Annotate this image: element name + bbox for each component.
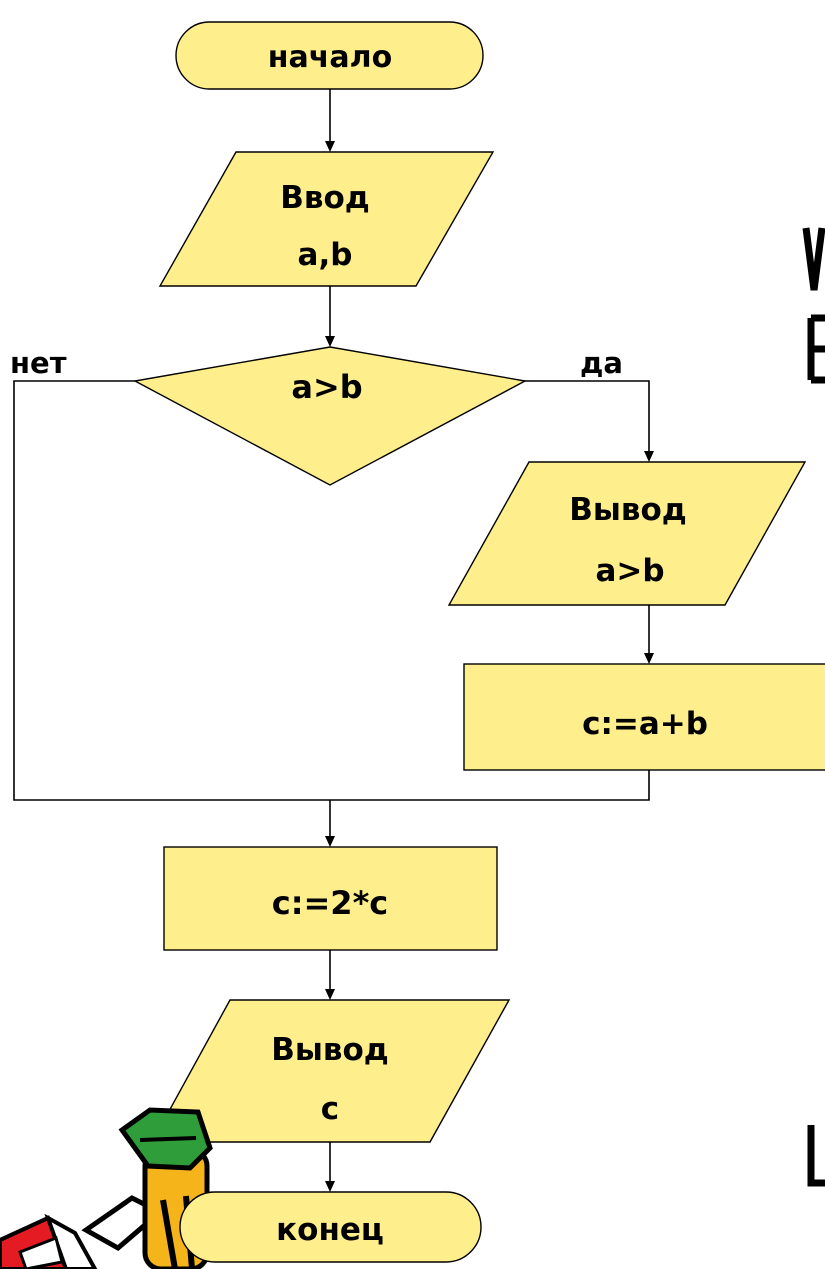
pencil-mascot-icon	[0, 1107, 213, 1269]
output-parallelogram-2	[150, 999, 511, 1143]
start-terminator	[175, 21, 484, 90]
arrowhead	[325, 336, 335, 347]
decision-diamond	[132, 346, 528, 486]
decision-label: a>b	[291, 368, 362, 406]
process2-label: c:=2*c	[272, 884, 389, 922]
arrowhead	[325, 141, 335, 152]
output2-label-line2: c	[321, 1091, 339, 1127]
output-block-2: Вывод c	[150, 999, 511, 1143]
arrowhead	[325, 989, 335, 1000]
output1-label-line2: a>b	[595, 553, 664, 589]
arrowhead	[644, 451, 654, 462]
start-block: начало	[175, 21, 484, 90]
clipped-fragment-3	[807, 1125, 825, 1187]
input-label-line1: Ввод	[280, 180, 370, 216]
output1-label-line1: Вывод	[569, 492, 687, 528]
start-label: начало	[268, 40, 392, 75]
clipped-fragment-1	[802, 227, 825, 291]
decision-block: a>b	[132, 346, 528, 486]
process-block-2: c:=2*c	[163, 846, 498, 951]
end-label: конец	[276, 1212, 384, 1248]
input-parallelogram	[158, 151, 495, 287]
output2-label-line1: Вывод	[271, 1032, 389, 1068]
input-label-line2: a,b	[298, 237, 353, 273]
mascot-stripe	[18, 1235, 64, 1269]
clipped-fragment-2	[807, 314, 825, 384]
connector-no-branch-and-merge	[13, 380, 650, 801]
end-block: конец	[179, 1191, 482, 1263]
arrowhead	[644, 653, 654, 664]
output-parallelogram-1	[447, 461, 807, 606]
process-rect-2	[163, 846, 498, 951]
connectors	[13, 89, 654, 1192]
no-branch-label: нет	[10, 346, 67, 380]
arrowhead	[325, 1181, 335, 1192]
clipped-text-fragments	[802, 227, 825, 1187]
process1-label: c:=a+b	[582, 706, 708, 742]
input-block: Ввод a,b	[158, 151, 495, 287]
arrowhead	[325, 836, 335, 847]
end-terminator	[179, 1191, 482, 1263]
mascot-brim	[139, 1136, 197, 1142]
process-block-1: c:=a+b	[463, 663, 825, 771]
yes-branch-label: да	[580, 346, 623, 380]
output-block-1: Вывод a>b	[447, 461, 807, 606]
connector-yes-branch	[525, 380, 650, 453]
process-rect-1	[463, 663, 825, 771]
